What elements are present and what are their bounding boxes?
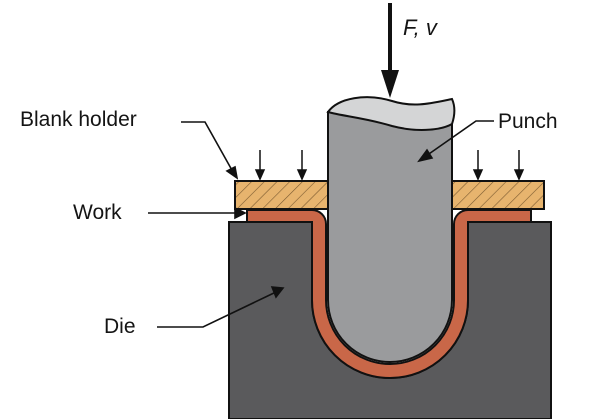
punch-body <box>327 111 453 363</box>
leader-lines <box>148 120 494 328</box>
force-arrow <box>381 3 399 98</box>
die-label: Die <box>104 315 136 338</box>
force-label: F, v <box>403 15 437 40</box>
work-sheet <box>246 209 532 379</box>
blank-holder-label: Blank holder <box>20 108 137 131</box>
punch-cut-top <box>326 96 456 131</box>
punch-label: Punch <box>498 110 558 133</box>
work-label: Work <box>73 201 122 224</box>
holder-pressure-arrows <box>254 150 525 181</box>
